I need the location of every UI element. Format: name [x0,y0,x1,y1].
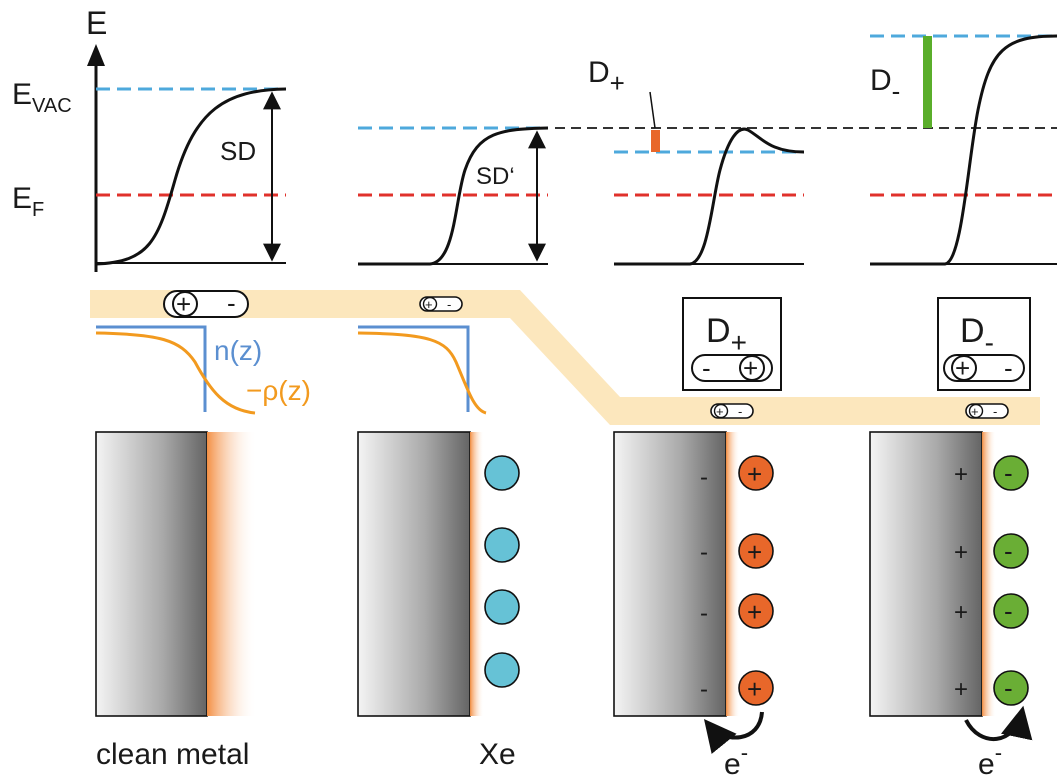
rho-z-curve [357,331,487,415]
dipole-pill-small: + - [965,403,1009,419]
svg-text:-: - [702,353,711,383]
panel-1-energy-diagram: SD [95,87,287,266]
panel-4-metal-slab [869,431,996,717]
image-charge-sign: + [954,539,968,566]
energy-axis-label: E [86,5,107,41]
potential-curve [358,126,549,266]
surface-dipole-prime-label: SD‘ [476,163,515,190]
acceptor-atom: - [993,670,1029,706]
potential-curve [614,127,805,266]
svg-text:+: + [425,297,433,312]
surface-dipole-label: SD [220,136,256,166]
svg-text:-: - [1004,673,1013,703]
svg-text:-: - [227,288,236,318]
vacuum-level-label: EVAC [12,78,72,117]
image-charge-sign: - [700,539,708,566]
panel-3-energy-diagram: D+ [588,56,805,266]
panel-1-density-profile: n(z) −ρ(z) [95,325,311,415]
fermi-level-label: EF [12,182,44,221]
donor-atom: + [738,455,774,491]
panel-2-density-profile [357,325,487,415]
panel-2-metal-slab [357,431,484,717]
svg-text:-: - [447,297,451,312]
potential-curve [870,34,1057,266]
acceptor-atom: - [993,455,1029,491]
caption-xe: Xe [479,738,516,771]
image-charge-sign: - [700,464,708,491]
acceptor-offset-bar [923,36,932,128]
xe-atom [484,527,520,563]
donor-atoms: + + + + - - - - [700,455,774,706]
electron-label: e- [978,740,1002,781]
donor-atom: + [738,670,774,706]
svg-text:+: + [971,404,979,419]
caption-clean-metal: clean metal [96,738,249,771]
image-charge-sign: + [954,599,968,626]
acceptor-atoms: - - - - + + + + [954,455,1029,706]
panel-2-energy-diagram: SD‘ [358,126,549,266]
svg-text:-: - [1004,353,1013,383]
donor-energy-label: D+ [588,56,625,98]
donor-offset-bar [651,130,660,152]
potential-curve [95,87,287,266]
svg-text:+: + [747,597,762,627]
dipole-pill-small: + - [419,296,463,312]
n-z-curve [358,325,470,412]
electron-label: e- [724,740,748,781]
xe-atom [484,455,520,491]
image-charge-sign: - [700,676,708,703]
rho-z-curve [95,331,256,415]
xe-atoms [484,455,520,688]
n-z-label: n(z) [214,335,262,366]
panel-4-energy-diagram: D- [870,34,1057,266]
svg-text:-: - [1004,458,1013,488]
svg-text:-: - [993,404,997,419]
xe-atom [484,652,520,688]
donor-atom: + [738,593,774,629]
dipole-layer-band [90,290,1040,425]
panel-3-charge-transfer: e- [703,711,764,781]
donor-atom: + [738,533,774,569]
panel-3-metal-slab [613,431,740,717]
image-charge-sign: + [954,676,968,703]
panel-4-charge-transfer: e- [964,705,1033,781]
svg-text:+: + [716,404,724,419]
svg-text:+: + [747,459,762,489]
donor-dipole-box: D+ - + [682,297,782,391]
donor-label-pointer [649,91,656,129]
svg-text:+: + [747,674,762,704]
acceptor-dipole-box: D- + - [937,297,1031,391]
energy-axis: E [86,5,107,272]
svg-text:EVAC: EVAC [12,78,72,117]
svg-text:+: + [176,289,191,319]
svg-text:D-: D- [960,312,994,358]
dipole-pill-large: + - [163,288,249,319]
svg-text:+: + [955,353,970,383]
acceptor-energy-label: D- [870,64,900,106]
image-charge-sign: + [954,461,968,488]
svg-text:-: - [738,404,742,419]
n-z-curve [96,325,207,412]
panel-1-metal-slab [95,431,257,717]
svg-text:-: - [1004,536,1013,566]
svg-text:-: - [1004,596,1013,626]
svg-text:D+: D+ [706,312,747,358]
dipole-pill-small: + - [710,403,754,419]
xe-atom [484,589,520,625]
svg-text:EF: EF [12,182,44,221]
image-charge-sign: - [700,600,708,627]
svg-text:+: + [743,353,758,383]
svg-text:+: + [747,537,762,567]
acceptor-atom: - [993,593,1029,629]
acceptor-atom: - [993,533,1029,569]
rho-z-label: −ρ(z) [246,375,311,406]
